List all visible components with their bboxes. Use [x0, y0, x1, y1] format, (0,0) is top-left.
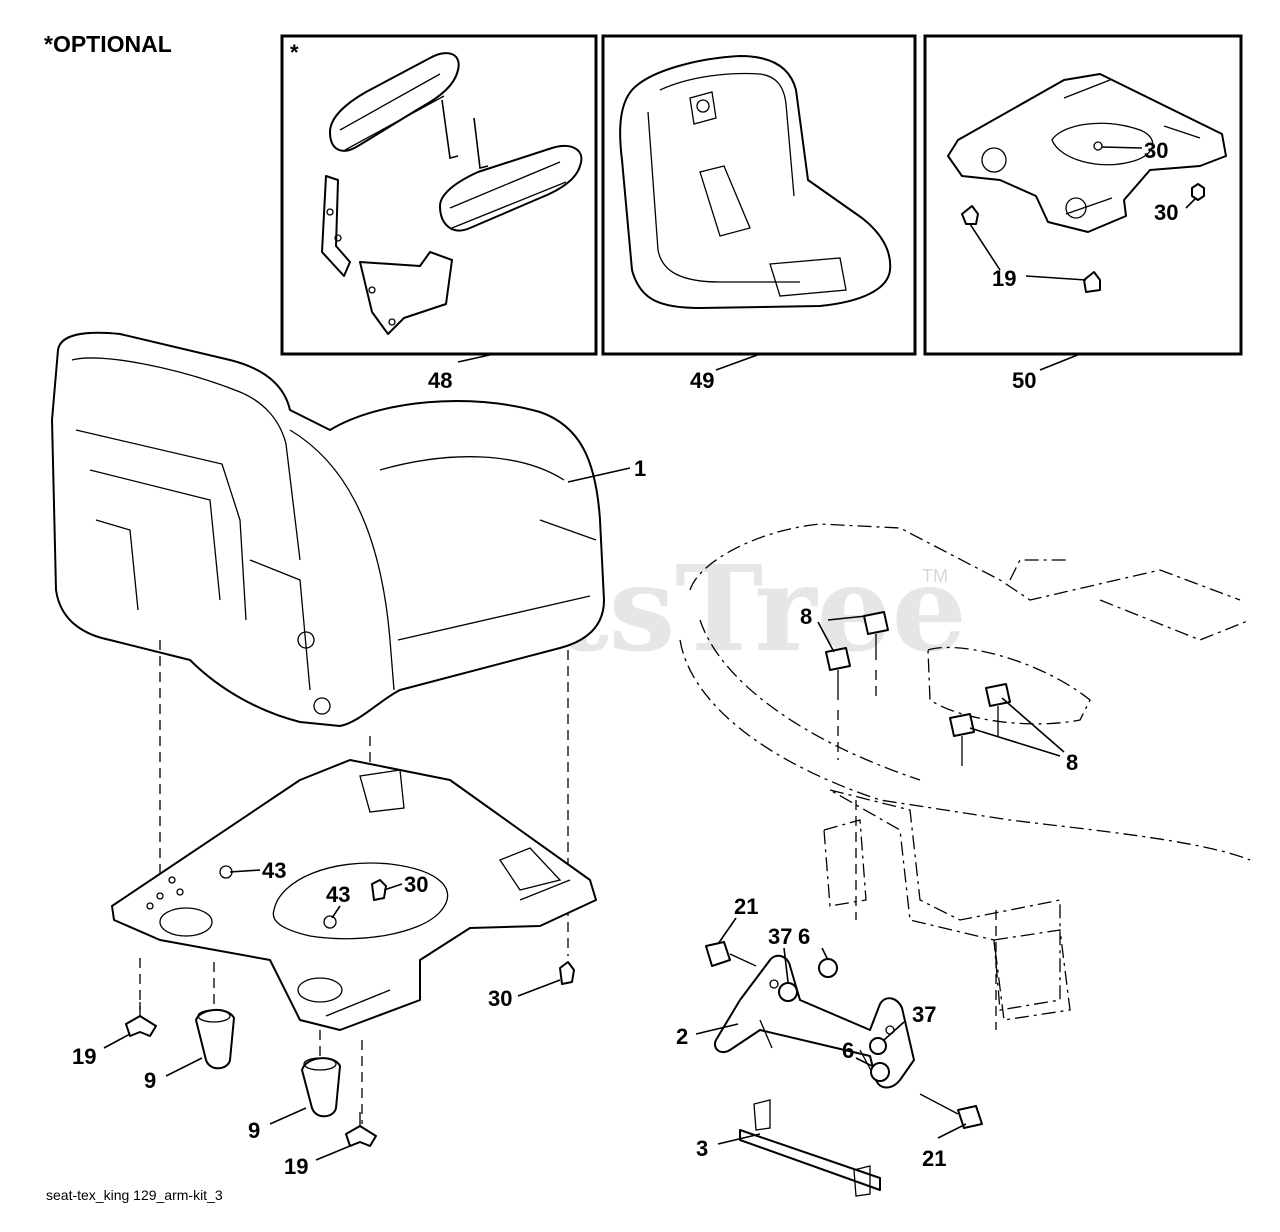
- bracket-leader-6b: [855, 1057, 873, 1067]
- p50-callout-19: 19: [992, 266, 1016, 291]
- left-leader-19b: [315, 1145, 351, 1161]
- panel-50-seat-plate[interactable]: 30 30 19 50: [923, 34, 1243, 393]
- panel-48-optional-mark: *: [290, 40, 299, 65]
- plate-callout-30b: 30: [488, 986, 512, 1011]
- plate-callout-30a: 30: [404, 872, 428, 897]
- bracket-callout-21b: 21: [922, 1146, 946, 1171]
- bracket-callout-6a: 6: [798, 924, 810, 949]
- frame-leader-8a-1: [827, 615, 867, 621]
- optional-label: *OPTIONAL: [44, 31, 172, 57]
- plate-leader-43a: [229, 869, 261, 873]
- panel-49-label: 49: [690, 368, 714, 393]
- p50-leader-30b: [1185, 197, 1197, 209]
- star-knob-19b[interactable]: [345, 1112, 377, 1147]
- frame-callout-8b: 8: [1066, 750, 1078, 775]
- armrest-illustration: [321, 52, 583, 335]
- panel-49-seat-cushion[interactable]: 49: [601, 34, 917, 393]
- plate-leader-30a: [383, 883, 403, 891]
- p50-leader-30a: [1101, 146, 1143, 149]
- seat-plate-illustration: [947, 73, 1227, 293]
- plate-callout-43b: 43: [326, 882, 350, 907]
- bracket-leader-6a: [821, 947, 829, 961]
- frame-leader-8b-2: [969, 727, 1061, 757]
- panel-49-leader: [715, 353, 761, 371]
- panel-50-label: 50: [1012, 368, 1036, 393]
- nut-37b[interactable]: [869, 1037, 887, 1055]
- panel-48-armrest-kit[interactable]: * 48: [280, 34, 598, 393]
- nut-6a[interactable]: [818, 958, 838, 978]
- bracket-callout-6b: 6: [842, 1038, 854, 1063]
- left-callout-9a: 9: [144, 1068, 156, 1093]
- p50-callout-30a: 30: [1144, 138, 1168, 163]
- bracket-callout-2: 2: [676, 1024, 688, 1049]
- panel-50-leader: [1039, 353, 1081, 371]
- bracket-leader-21b: [937, 1123, 967, 1139]
- plate-leader-43b: [331, 905, 341, 919]
- plate-leader-30b: [517, 979, 561, 997]
- seat-cushion-illustration: [619, 55, 892, 309]
- bracket-leader-37a: [783, 947, 789, 983]
- frame-callout-8a: 8: [800, 604, 812, 629]
- bracket-callout-37a: 37: [768, 924, 792, 949]
- bolt-21a[interactable]: [705, 941, 757, 967]
- seat-callout-1: 1: [634, 456, 646, 481]
- seat-plate-body: [111, 759, 597, 1031]
- star-knob-19a[interactable]: [125, 1002, 157, 1037]
- panel-48-frame: [280, 34, 598, 356]
- diagram-filename: seat-tex_king 129_arm-kit_3: [46, 1187, 223, 1203]
- bracket-plate-3[interactable]: [739, 1099, 881, 1197]
- left-callout-9b: 9: [248, 1118, 260, 1143]
- left-leader-19a: [103, 1033, 131, 1049]
- p50-leader-19b: [1025, 275, 1087, 281]
- nut-6b[interactable]: [870, 1062, 890, 1082]
- bracket-callout-37b: 37: [912, 1002, 936, 1027]
- bracket-leader-2: [695, 1023, 739, 1035]
- panel-48-leader: [457, 353, 495, 363]
- left-leader-9b: [269, 1107, 307, 1125]
- frame-leader-8a-2: [817, 621, 835, 653]
- nut-37a[interactable]: [778, 982, 798, 1002]
- bracket-callout-3: 3: [696, 1136, 708, 1161]
- left-callout-19a: 19: [72, 1044, 96, 1069]
- seat-assembly[interactable]: 1: [51, 331, 646, 727]
- p50-callout-30b: 30: [1154, 200, 1178, 225]
- frame-leader-8b-1: [1001, 697, 1065, 753]
- bracket-leader-37b: [883, 1021, 905, 1041]
- plate-callout-43a: 43: [262, 858, 286, 883]
- mower-frame-outline: [679, 523, 1251, 1021]
- panel-50-frame: [923, 34, 1243, 356]
- p50-leader-19a: [969, 223, 1001, 271]
- panel-48-label: 48: [428, 368, 452, 393]
- seat-shell: [51, 331, 605, 727]
- rubber-bumper-9b[interactable]: [301, 1057, 341, 1118]
- bracket-callout-21a: 21: [734, 894, 758, 919]
- left-leader-9a: [165, 1057, 203, 1077]
- left-callout-19b: 19: [284, 1154, 308, 1179]
- seat-plate[interactable]: [111, 759, 597, 1031]
- watermark-tm: TM: [922, 566, 948, 586]
- rubber-bumper-9a[interactable]: [195, 1009, 235, 1070]
- bracket-leader-3: [717, 1133, 761, 1145]
- seat-leader-1: [567, 467, 631, 483]
- bracket-leader-21a: [717, 917, 737, 945]
- bolt-21b[interactable]: [919, 1093, 983, 1129]
